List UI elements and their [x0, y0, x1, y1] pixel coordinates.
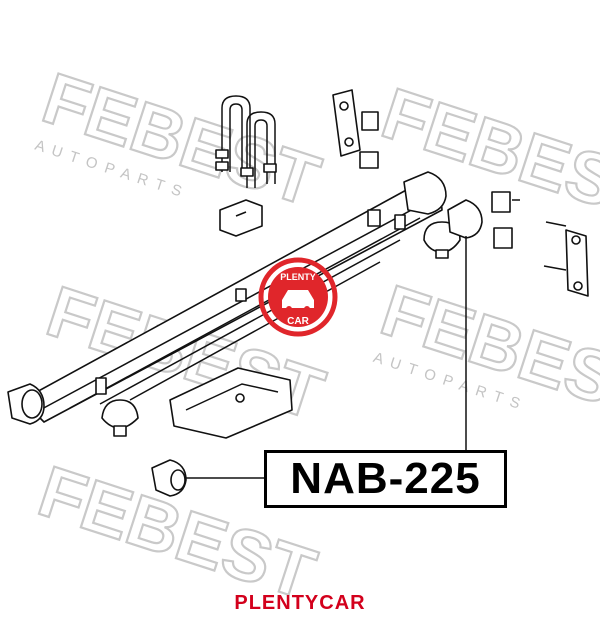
footer-brand: PLENTYCAR — [234, 592, 366, 614]
watermark-brand: FEBEST — [372, 270, 600, 434]
bushing-highlight — [151, 199, 483, 497]
spring-seat — [219, 199, 263, 237]
part-number-box: NAB-225 — [264, 450, 507, 508]
shackle-plate — [332, 89, 379, 169]
part-number: NAB-225 — [290, 454, 481, 503]
stamp-top-text: PLENTY — [280, 272, 316, 282]
shackle-right — [491, 191, 589, 297]
leader-lines — [186, 236, 467, 479]
u-bolt — [215, 95, 277, 188]
stamp-bottom-text: CAR — [287, 316, 309, 327]
spring-eye-bushing — [7, 171, 447, 425]
plentycar-stamp: PLENTY CAR — [258, 257, 338, 337]
spring-pad — [169, 367, 293, 439]
watermark-layer: FEBEST A U T O P A R T S FEBEST FEBEST F… — [28, 57, 600, 616]
